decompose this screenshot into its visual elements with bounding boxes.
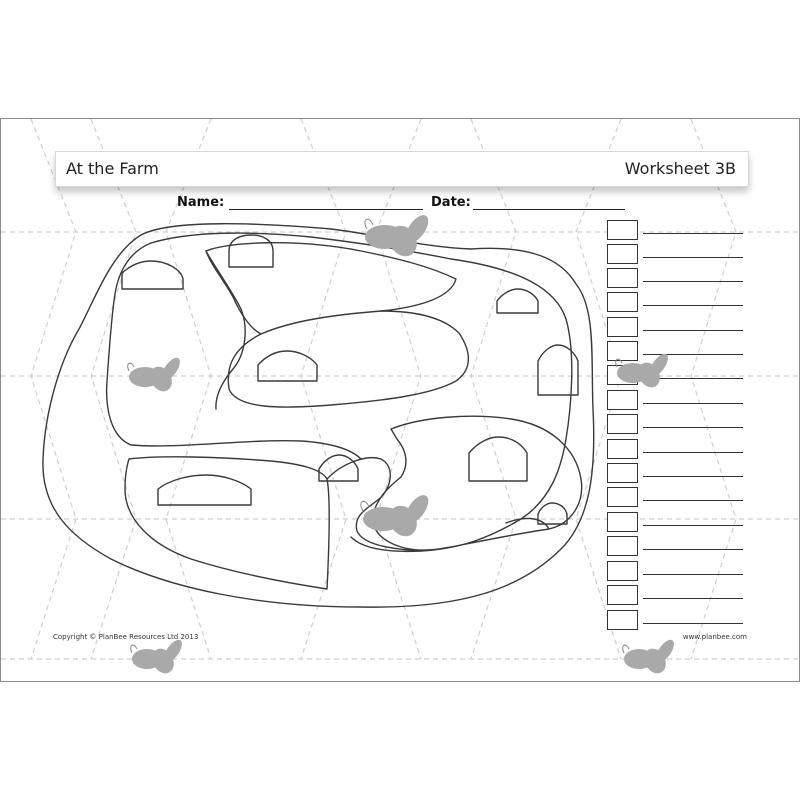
barn-7 [318,454,359,482]
answer-box[interactable] [607,390,638,410]
barn-8 [157,474,252,506]
barn-1 [228,234,274,268]
answer-box[interactable] [607,439,638,459]
answer-line[interactable] [643,281,743,282]
farm-map [42,223,595,608]
answer-line[interactable] [643,427,743,428]
map-field-lower-right [372,415,583,551]
answer-line[interactable] [643,525,743,526]
answer-line[interactable] [643,403,743,404]
title-banner: At the Farm Worksheet 3B [55,151,749,187]
barn-2 [121,260,184,290]
answer-box[interactable] [607,585,638,605]
answer-box[interactable] [607,292,638,312]
map-field-middle [227,310,470,408]
answer-box[interactable] [607,414,638,434]
barn-5 [537,344,579,396]
answer-line[interactable] [643,378,743,379]
date-field[interactable] [473,209,625,210]
answer-line[interactable] [643,452,743,453]
answer-box[interactable] [607,341,638,361]
map-path-left [205,250,246,410]
answer-line[interactable] [643,233,743,234]
answer-line[interactable] [643,305,743,306]
answer-line[interactable] [643,500,743,501]
answer-line[interactable] [643,574,743,575]
answer-box[interactable] [607,536,638,556]
answer-line[interactable] [643,354,743,355]
bee-icon [615,353,668,388]
bee-icon [364,215,429,257]
name-label: Name: [177,195,225,210]
worksheet-number: Worksheet 3B [624,159,736,178]
answer-box[interactable] [607,244,638,264]
worksheet-page: At the Farm Worksheet 3B Name: Date: [0,118,800,682]
barn-6 [468,436,528,482]
answer-line[interactable] [643,330,743,331]
map-outer-boundary [42,223,595,608]
answer-box[interactable] [607,268,638,288]
website-link[interactable]: www.planbee.com [682,633,747,641]
answer-line[interactable] [643,598,743,599]
answer-box[interactable] [607,220,638,240]
bee-icon [130,639,182,674]
map-field-upper-left [105,242,362,460]
barn-9 [537,502,568,525]
answer-line[interactable] [643,476,743,477]
answer-line[interactable] [643,623,743,624]
barn-3 [496,288,539,314]
answer-box[interactable] [607,561,638,581]
map-field-lower-left [124,456,330,590]
map-path-bend [505,517,550,530]
map-field-top [205,242,457,335]
answer-box[interactable] [607,463,638,483]
name-field[interactable] [229,209,423,210]
copyright-text: Copyright © PlanBee Resources Ltd 2013 [53,633,199,641]
answer-box[interactable] [607,317,638,337]
map-path-lower [326,457,422,552]
bee-icon [622,639,674,674]
bee-icon [360,495,429,537]
answer-box[interactable] [607,512,638,532]
answer-box[interactable] [607,487,638,507]
date-label: Date: [431,195,471,210]
answer-box[interactable] [607,610,638,630]
barn-4 [257,350,318,382]
worksheet-title: At the Farm [66,159,159,178]
bee-icon [127,357,180,392]
answer-line[interactable] [643,549,743,550]
answer-line[interactable] [643,257,743,258]
